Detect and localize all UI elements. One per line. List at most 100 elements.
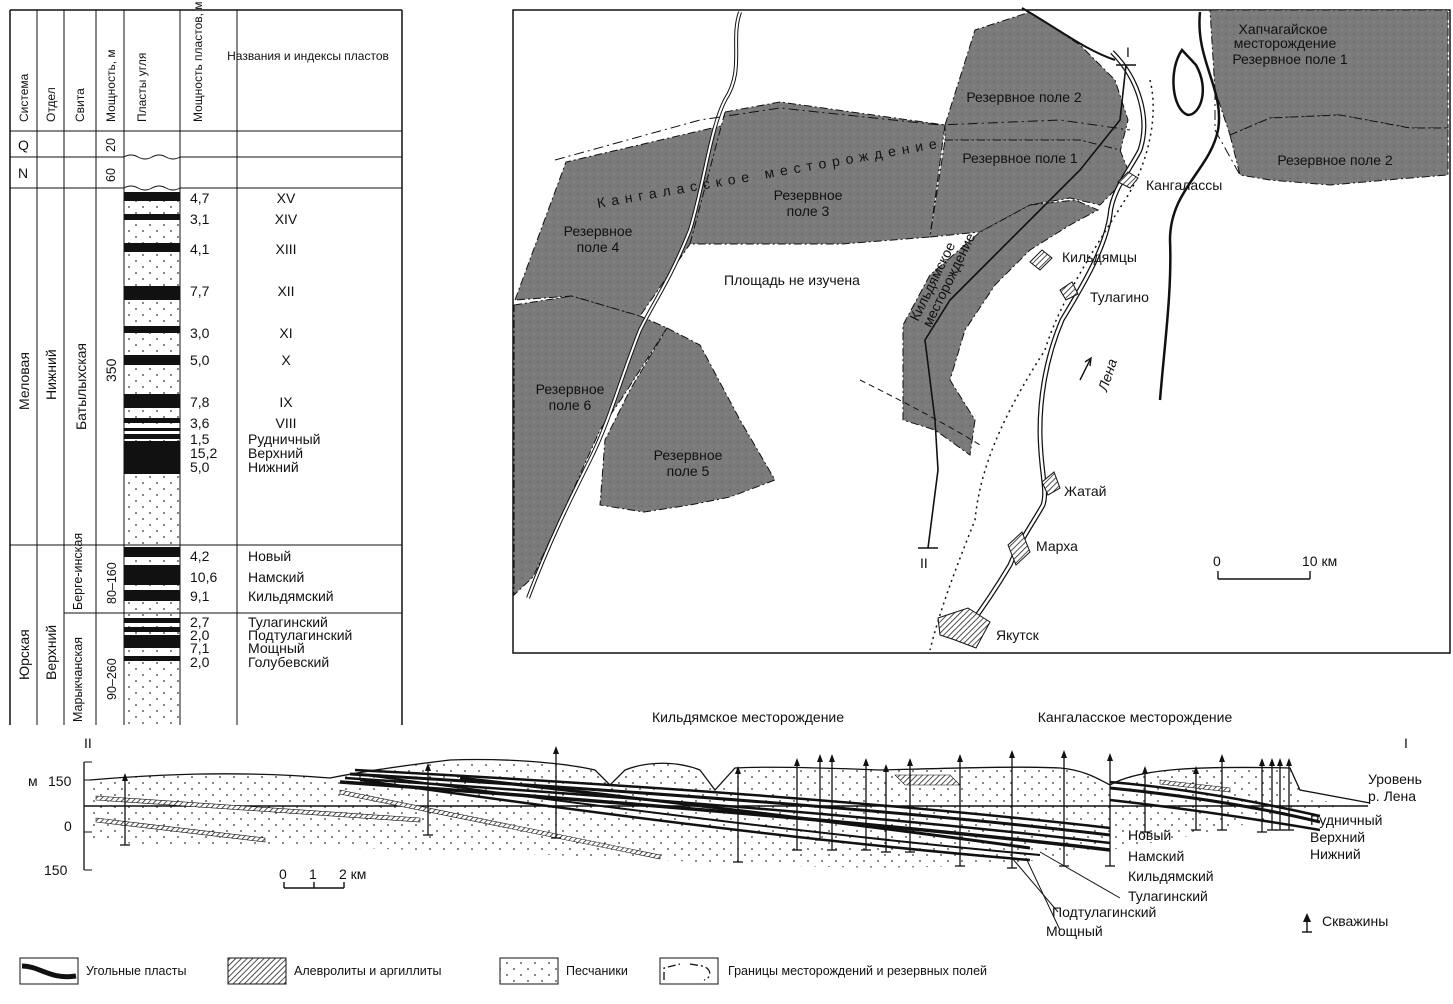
coal-band (124, 547, 180, 557)
seam-name: IX (279, 394, 293, 410)
cross-section: Кильдямское месторождение Кангаласское м… (28, 709, 1422, 939)
suite-batylykh: Батылыхская (73, 343, 89, 430)
legend-coal: Угольные пласты (86, 964, 186, 978)
wells-legend-label: Скважины (1322, 913, 1388, 929)
settlement-yakutsk: Якутск (996, 627, 1040, 643)
seam-thickness: 4,2 (190, 548, 210, 564)
coal-bands (124, 192, 180, 661)
map-field3-b: поле 3 (787, 203, 830, 219)
well-head (794, 758, 800, 766)
system-n: N (18, 165, 28, 181)
seam-thickness: 3,1 (190, 211, 210, 227)
coal-band (124, 355, 180, 365)
scale-two: 2 км (339, 866, 366, 882)
stratigraphic-column: Система Отдел Свита Мощность, м Пласты у… (9, 1, 403, 725)
coal-band (124, 441, 180, 474)
well-head (1269, 758, 1275, 766)
seam-thickness: 5,0 (190, 352, 210, 368)
map-khapchagai-line2: месторождение (1234, 35, 1337, 51)
axis-zero: 0 (64, 818, 72, 834)
well-head (1107, 753, 1113, 761)
reserve-field-5 (599, 327, 776, 513)
header-suite: Свита (73, 88, 87, 122)
seam-thickness: 3,6 (190, 415, 210, 431)
map-field5-b: поле 5 (667, 463, 710, 479)
seam-thickness: 4,1 (190, 241, 210, 257)
map-field4-a: Резервное (564, 223, 633, 239)
well-head (883, 764, 889, 772)
seam-name: Тулагинский (248, 614, 328, 630)
seam-thickness: 5,0 (190, 459, 210, 475)
map-panel: I II Хапчагайское месторождение Резервно… (512, 7, 1451, 654)
seam-name: Кильдямский (248, 588, 334, 604)
map-field5-a: Резервное (654, 447, 723, 463)
settlement-zhatai: Жатай (1064, 483, 1106, 499)
lena-level-label-a: Уровень (1368, 771, 1422, 787)
header-coal-layers-text: Пласты угля (135, 53, 149, 122)
kildyam-deposit (902, 199, 1100, 456)
thickness-n: 60 (104, 168, 118, 182)
coal-band (124, 418, 180, 423)
map-section-mark-ii: II (920, 555, 928, 571)
wells-legend: Скважины (1302, 913, 1388, 933)
header-coal-layers: Пласты угля (135, 53, 149, 122)
map-scale-ten: 10 км (1302, 553, 1337, 569)
map-khapchagai-field1: Резервное поле 1 (1232, 51, 1348, 67)
map-scale-zero: 0 (1213, 553, 1221, 569)
well-head (1219, 754, 1225, 762)
seam-name: Мощный (248, 640, 305, 656)
legend-siltstone: Алевролиты и аргиллиты (294, 964, 442, 978)
well-head (829, 754, 835, 762)
seam-thickness: 7,7 (190, 283, 210, 299)
coal-band (124, 286, 180, 300)
seam-thickness: 2,7 (190, 614, 210, 630)
section-title-kangalass: Кангаласское месторождение (1038, 709, 1233, 725)
header-thickness: Мощность, м (104, 49, 118, 122)
thickness-marykchan: 90–260 (105, 658, 119, 700)
section-scale-bar: 0 1 2 км (279, 866, 366, 889)
seam-name: Верхний (248, 445, 303, 461)
well-head (553, 746, 559, 754)
division-upper: Верхний (43, 625, 59, 680)
section-line (924, 64, 1127, 549)
legend-sandstone: Песчаники (566, 964, 628, 978)
system-jurassic: Юрская (16, 629, 32, 680)
seam-thickness: 3,0 (190, 325, 210, 341)
seam-thickness: 9,1 (190, 588, 210, 604)
scale-zero: 0 (279, 866, 287, 882)
thickness-batylykh: 350 (103, 358, 119, 382)
coal-band (124, 656, 180, 661)
map-kangalass-field1: Резервное поле 1 (962, 150, 1078, 166)
coal-band (124, 434, 180, 439)
lena-level-label-b: р. Лена (1368, 788, 1416, 804)
seam-name: Рудничный (248, 431, 321, 447)
seam-name: XIV (275, 211, 298, 227)
legend: Угольные пласты Алевролиты и аргиллиты П… (19, 957, 987, 985)
axis-top: 150 (48, 773, 72, 789)
right-label-0: Рудничный (1310, 812, 1383, 828)
section-end-i: I (1404, 735, 1408, 751)
settlement-kildyamtsy: Кильдямцы (1062, 249, 1137, 265)
map-field6-a: Резервное (536, 381, 605, 397)
ground-surface (89, 758, 1371, 804)
seam-name: XIII (275, 241, 296, 257)
axis-unit: м (28, 773, 38, 789)
coal-band (124, 214, 180, 220)
legend-boundaries: Границы месторождений и резервных полей (728, 964, 987, 978)
seam-name: X (281, 352, 291, 368)
map-khapchagai-deposit: Хапчагайское месторождение (1234, 21, 1337, 51)
map-field6-b: поле 6 (549, 397, 592, 413)
section-axis: м 150 0 150 (28, 761, 92, 878)
right-label-2: Нижний (1310, 846, 1361, 862)
thickness-bergein: 80–160 (105, 562, 119, 604)
seam-name: Голубевский (248, 654, 329, 670)
coal-band (124, 627, 180, 632)
coal-band (124, 590, 180, 601)
header-names: Названия и индексы пластов (227, 49, 389, 63)
map-unstudied-area: Площадь не изучена (724, 272, 860, 288)
well-head (863, 758, 869, 766)
system-cretaceous: Меловая (16, 352, 32, 410)
map-field3-a: Резервное (774, 187, 843, 203)
